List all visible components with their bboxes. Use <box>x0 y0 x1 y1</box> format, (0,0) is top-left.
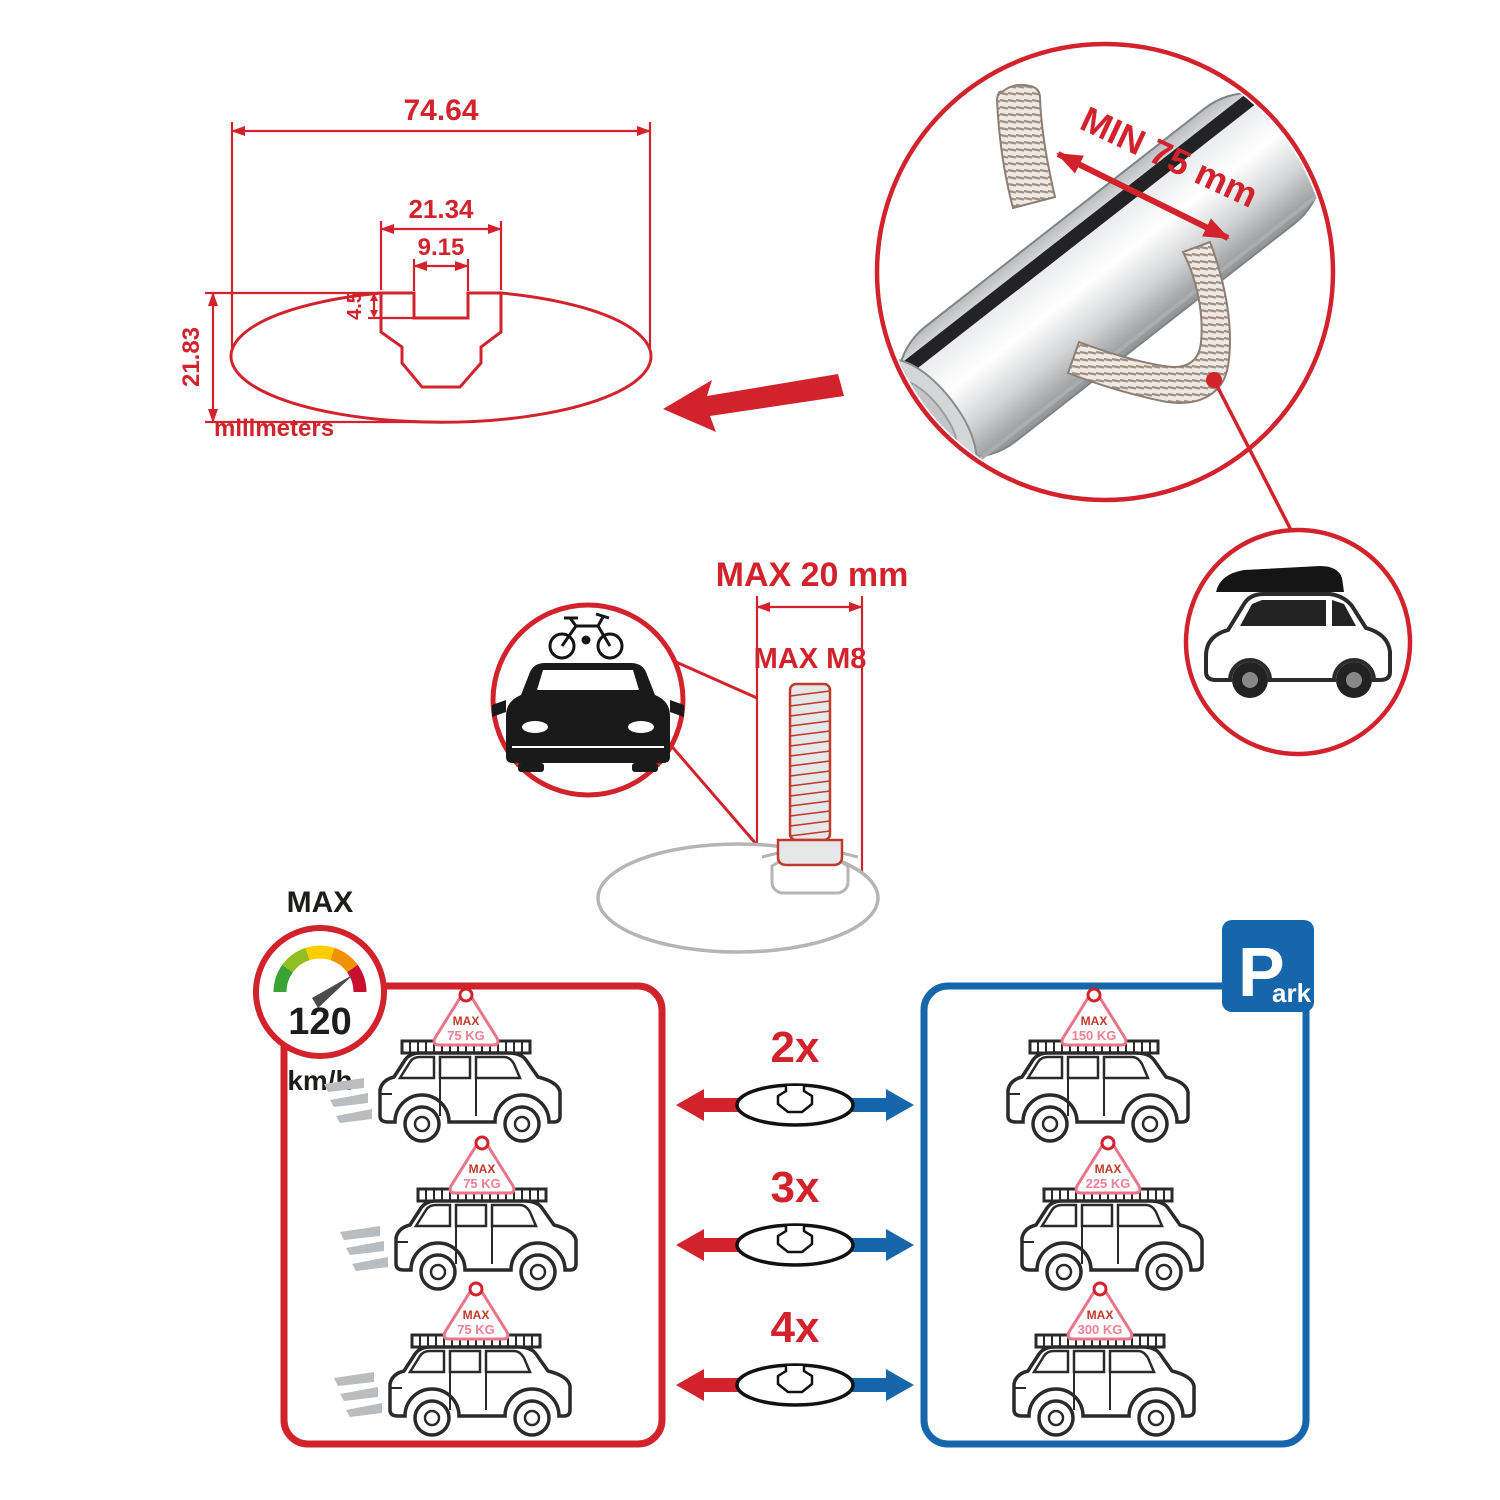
load-sign-max: MAX <box>1081 1014 1108 1028</box>
park-sign-plate <box>1222 920 1314 1012</box>
cross-section-diagram: 74.64 21.34 9.15 4.5 21.83 milimeters <box>178 94 844 442</box>
left-arrow <box>676 1089 742 1121</box>
load-sign: MAX 75 KG <box>448 1135 516 1195</box>
park-sign: P ark <box>1222 920 1314 1012</box>
motion-lines <box>340 1226 388 1271</box>
units-label: milimeters <box>214 415 334 442</box>
crossbar-slot-icon <box>776 1086 814 1114</box>
car-with-load-driving-3: MAX 75 KG <box>334 1281 572 1437</box>
motion-lines <box>334 1372 382 1417</box>
right-arrow <box>848 1369 914 1401</box>
bolt-head <box>776 838 844 867</box>
bar-detail-circle: MIN 75 mm <box>874 41 1336 533</box>
dimension-total-width: 74.64 <box>230 94 652 348</box>
bolt-diagram: MAX 20 mm MAX M8 <box>596 556 909 954</box>
car-with-load-parked-1: MAX 150 KG <box>1006 987 1190 1143</box>
load-sign: MAX 75 KG <box>442 1281 510 1341</box>
slot-depth-value: 4.5 <box>344 292 366 320</box>
zoom-line-bottom <box>666 741 759 846</box>
left-arrow <box>676 1229 742 1261</box>
bar-count-row-2: 3x <box>676 1163 914 1267</box>
bar-count-row-1: 2x <box>676 1023 914 1127</box>
quantity-label: 4x <box>771 1303 820 1352</box>
dimension-total-height: 21.83 <box>178 291 441 424</box>
bolt-threads <box>789 690 831 837</box>
roofbox-car-circle <box>1183 527 1413 757</box>
dimension-channel-width: 21.34 <box>379 194 503 290</box>
speed-gauge: MAX 120 km/h <box>253 886 387 1096</box>
left-arrow <box>676 1369 742 1401</box>
clamp-strap-lower <box>1066 240 1231 404</box>
crossbar-slot-icon <box>776 1226 814 1254</box>
t-slot-channel <box>379 291 503 389</box>
max-width-label: MAX 20 mm <box>716 556 909 594</box>
quantity-label: 3x <box>771 1163 820 1212</box>
pointer-arrow <box>663 374 844 432</box>
bar-profile-gray <box>596 842 880 954</box>
gauge-needle <box>312 974 354 1008</box>
gauge-unit: km/h <box>287 1065 352 1096</box>
load-sign-max: MAX <box>453 1014 480 1028</box>
callout-line <box>1212 379 1294 533</box>
bicycle-icon <box>548 612 624 660</box>
gauge-max-label: MAX <box>287 886 354 919</box>
car-with-load-driving-2: MAX 75 KG <box>340 1135 578 1291</box>
load-sign: MAX 225 KG <box>1074 1135 1142 1195</box>
zoom-line-top <box>675 660 758 700</box>
load-sign-value: 300 KG <box>1078 1322 1123 1337</box>
load-sign: MAX 150 KG <box>1060 987 1128 1047</box>
gauge-value: 120 <box>288 1001 351 1043</box>
car-with-load-parked-2: MAX 225 KG <box>1020 1135 1204 1291</box>
motion-lines <box>324 1078 372 1123</box>
load-sign-max: MAX <box>469 1162 496 1176</box>
min-span-arrow <box>1056 151 1230 241</box>
load-sign-value: 150 KG <box>1072 1028 1117 1043</box>
park-sign-rest: ark <box>1272 978 1312 1008</box>
bolt-screw <box>776 682 844 867</box>
max-thread-label: MAX M8 <box>754 643 867 675</box>
load-sign-max: MAX <box>1087 1308 1114 1322</box>
total-width-value: 74.64 <box>403 94 478 127</box>
dimension-slot-width: 9.15 <box>412 234 470 291</box>
clamp-strap-upper <box>995 83 1057 210</box>
load-sign-max: MAX <box>463 1308 490 1322</box>
load-sign-value: 75 KG <box>463 1176 501 1191</box>
load-sign: MAX 300 KG <box>1066 1281 1134 1341</box>
bar-count-row-3: 4x <box>676 1303 914 1407</box>
suv-with-roofbox <box>1204 566 1392 698</box>
total-height-value: 21.83 <box>178 327 205 387</box>
load-sign-value: 225 KG <box>1086 1176 1131 1191</box>
load-sign-max: MAX <box>1095 1162 1122 1176</box>
driving-panel <box>280 982 666 1448</box>
bike-car-circle <box>490 602 759 846</box>
roof-box <box>1216 566 1344 592</box>
load-sign-value: 75 KG <box>447 1028 485 1043</box>
parking-panel <box>920 982 1310 1448</box>
right-arrow <box>848 1089 914 1121</box>
quantity-label: 2x <box>771 1023 820 1072</box>
crossbar-slot-icon <box>776 1366 814 1394</box>
car-with-load-parked-3: MAX 300 KG <box>1012 1281 1196 1437</box>
gray-channel-cavity <box>770 852 850 895</box>
slot-width-value: 9.15 <box>418 234 465 261</box>
car-with-load-driving-1: MAX 75 KG <box>324 987 562 1143</box>
right-arrow <box>848 1229 914 1261</box>
car-front-icon <box>492 663 684 772</box>
gauge-arcs <box>273 945 367 993</box>
channel-width-value: 21.34 <box>408 194 474 224</box>
park-sign-letter: P <box>1238 933 1285 1011</box>
load-sign: MAX 75 KG <box>432 987 500 1047</box>
load-sign-value: 75 KG <box>457 1322 495 1337</box>
